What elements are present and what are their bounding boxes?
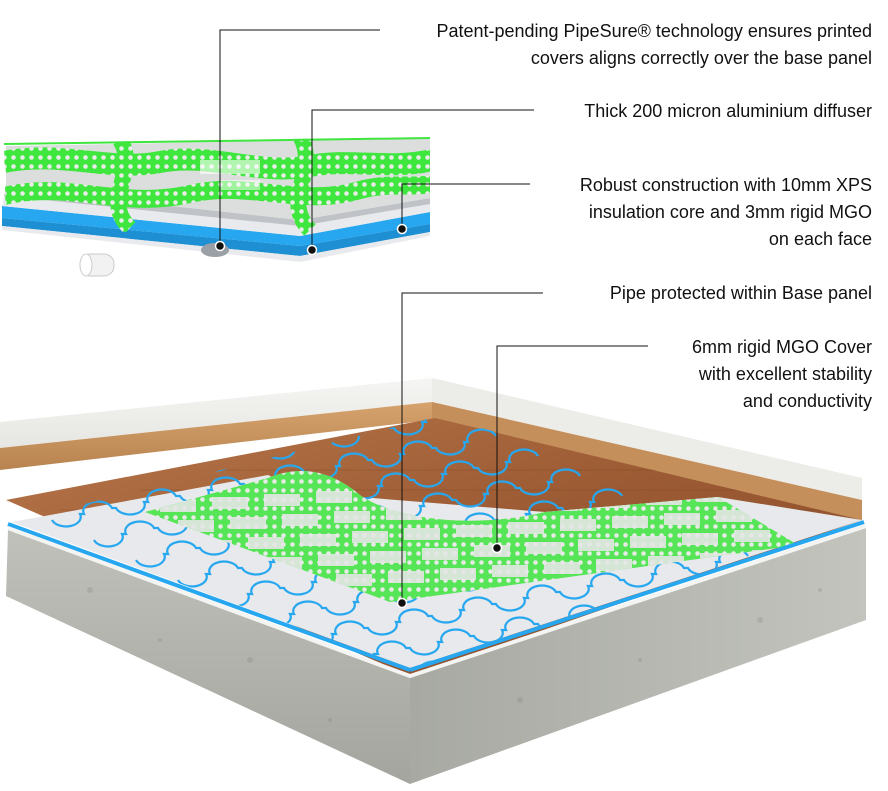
cover-print-tile	[336, 574, 372, 586]
cover-print-tile	[300, 534, 336, 546]
cover-print-tile	[526, 542, 562, 554]
leader-lines	[214, 29, 648, 609]
aluminium-diffuser	[4, 188, 430, 226]
callout-pipe-protected: Pipe protected within Base panel	[610, 280, 872, 307]
panel-layer-detail	[2, 137, 430, 277]
cover-print-tile	[544, 562, 580, 574]
cover-print-tile	[422, 548, 458, 560]
pipe-end	[79, 253, 115, 277]
back-wall	[0, 378, 432, 448]
leader-construction-dot	[396, 223, 408, 235]
callout-construction-line-3: on each face	[768, 229, 872, 249]
callout-construction-line-1: Robust construction with 10mm XPS	[579, 175, 872, 195]
leader-pipesure	[219, 29, 380, 246]
leader-pipe	[401, 292, 543, 603]
mgo-base-face	[2, 226, 430, 262]
insulation-edge-front	[7, 522, 411, 672]
callout-construction-line-2: insulation core and 3mm rigid MGO	[588, 202, 872, 222]
cover-print-tile	[248, 537, 284, 549]
cover-print-tile	[578, 539, 614, 551]
cover-print-tile	[370, 551, 406, 563]
floor-cutaway	[0, 378, 867, 784]
cover-print-tile	[664, 513, 700, 525]
cover-print-tile	[508, 522, 544, 534]
cover-print-tile	[334, 511, 370, 523]
cover-print-tile	[230, 517, 266, 529]
cover-print-tile	[212, 497, 248, 509]
concrete-slab-side	[410, 528, 866, 784]
insulation-edge-side	[409, 520, 865, 672]
cover-print-tile	[352, 531, 388, 543]
right-wall	[432, 378, 862, 500]
callout-pipesure: Patent-pending PipeSure® technology ensu…	[436, 18, 872, 72]
cover-print-tile	[316, 491, 352, 503]
callout-pipesure-line-1: Patent-pending PipeSure® technology ensu…	[436, 21, 872, 41]
leader-pipe-dot	[396, 597, 408, 609]
callout-pipesure-line-2: covers aligns correctly over the base pa…	[530, 48, 872, 68]
cover-print-tile	[318, 554, 354, 566]
skirting-left	[0, 402, 432, 470]
callout-mgo-cover: 6mm rigid MGO Cover with excellent stabi…	[692, 334, 872, 415]
cover-print-tile	[716, 510, 752, 522]
cover-print-tile	[264, 494, 300, 506]
leader-construction	[401, 183, 530, 229]
leader-diffuser-dot	[306, 244, 318, 256]
leader-mgo-cover	[496, 345, 648, 548]
concrete-texture	[87, 587, 822, 722]
cover-print-tile	[560, 519, 596, 531]
callout-mgo-cover-line-3: and conductivity	[742, 391, 872, 411]
callout-pipe-protected-line-1: Pipe protected within Base panel	[609, 283, 872, 303]
cover-print-tile	[612, 516, 648, 528]
cover-print-tile	[456, 525, 492, 537]
callout-mgo-cover-line-1: 6mm rigid MGO Cover	[691, 337, 872, 357]
callout-mgo-cover-line-2: with excellent stability	[698, 364, 872, 384]
cover-print-tile	[404, 528, 440, 540]
skirting-right	[432, 402, 862, 520]
callout-construction: Robust construction with 10mm XPS insula…	[580, 172, 872, 253]
leader-pipesure-dot	[214, 240, 226, 252]
cover-print-tile	[282, 514, 318, 526]
cover-print-tile	[492, 565, 528, 577]
callout-diffuser-line-1: Thick 200 micron aluminium diffuser	[584, 101, 872, 121]
leader-diffuser	[311, 109, 534, 250]
cover-print-tile	[682, 533, 718, 545]
concrete-slab-front	[6, 530, 410, 784]
cover-print-tile	[440, 568, 476, 580]
callout-diffuser: Thick 200 micron aluminium diffuser	[584, 98, 872, 125]
cover-print-tile	[630, 536, 666, 548]
cover-print-tile	[596, 559, 632, 571]
cover-print-tile	[388, 571, 424, 583]
mgo-top-face	[2, 196, 430, 236]
xps-insulation-core	[2, 206, 430, 246]
leader-mgo-cover-dot	[491, 542, 503, 554]
cover-print-tile	[734, 530, 770, 542]
